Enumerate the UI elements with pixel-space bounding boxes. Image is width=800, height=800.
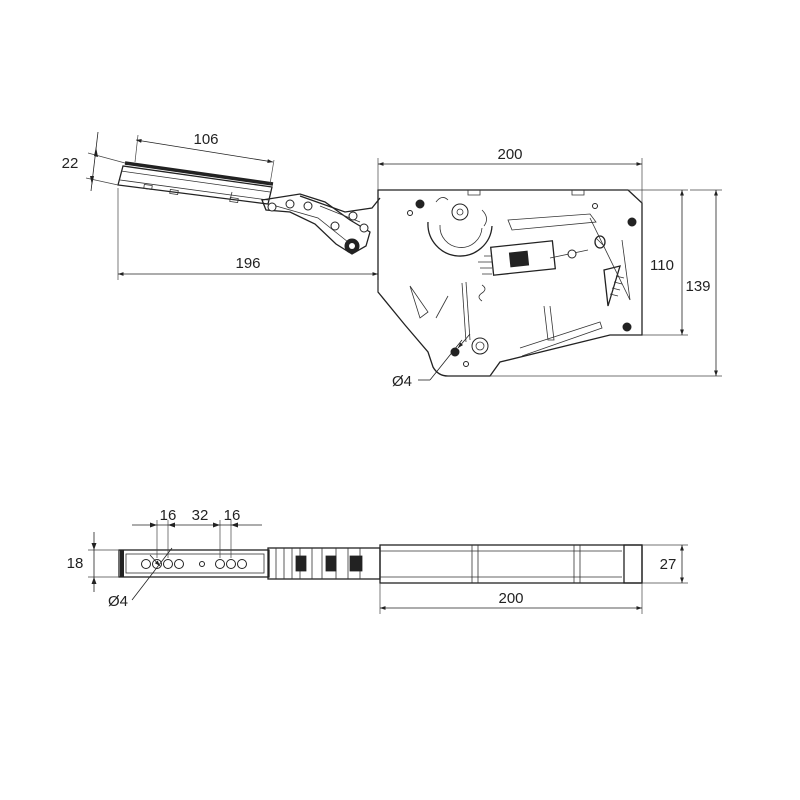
- dim-arm-length: 106: [134, 131, 275, 185]
- hinge-knuckle: [267, 547, 381, 580]
- dim-arm-height: 22: [62, 131, 126, 192]
- side-view: 106 22 196 200: [62, 131, 722, 390]
- dim-label-d4-top: Ø4: [108, 593, 128, 610]
- dim-label-200-bottom: 200: [498, 590, 523, 607]
- dim-rail-height: 18: [67, 532, 119, 592]
- dim-label-200-top: 200: [497, 146, 522, 163]
- dim-label-196: 196: [235, 255, 260, 272]
- top-view: 16 32 16 18 27 200: [67, 507, 688, 614]
- dim-body-width: 200: [379, 583, 643, 614]
- mechanism-body: [379, 544, 643, 584]
- linkage-arms: [261, 193, 381, 255]
- dim-hole-spacing: 16 32 16: [132, 507, 262, 558]
- dim-label-27: 27: [660, 556, 677, 573]
- dim-label-d4-side: Ø4: [392, 373, 412, 390]
- dim-label-18: 18: [67, 555, 84, 572]
- dim-label-22: 22: [62, 155, 79, 172]
- dim-overall-height: 139: [490, 189, 722, 377]
- dim-body-height: 27: [642, 544, 688, 584]
- dim-label-16-right: 16: [224, 507, 241, 524]
- dim-label-139: 139: [685, 278, 710, 295]
- dim-label-106: 106: [193, 131, 218, 148]
- dim-hole-diameter-side: Ø4: [392, 333, 471, 390]
- dim-plate-height: 110: [628, 189, 688, 336]
- dim-plate-width: 200: [377, 146, 643, 203]
- mechanism-plate: [377, 189, 643, 377]
- dim-label-16-left: 16: [160, 507, 177, 524]
- mounting-rail: [118, 549, 270, 578]
- dim-label-110: 110: [650, 257, 674, 274]
- dim-total-reach: 196: [117, 188, 379, 292]
- dim-hole-diameter-top: Ø4: [108, 547, 173, 610]
- dim-label-32: 32: [192, 507, 209, 524]
- lid-arm: [117, 161, 274, 205]
